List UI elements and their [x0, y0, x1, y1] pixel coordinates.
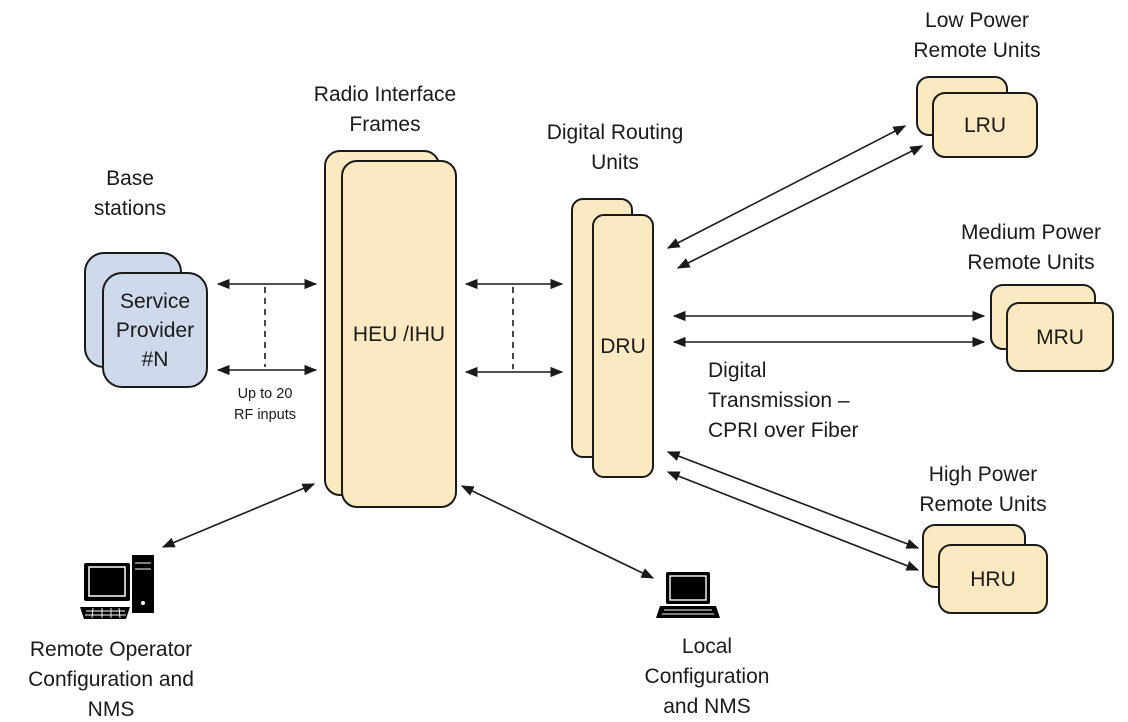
service-provider-box: Service Provider #N	[102, 272, 208, 388]
link-dru-hru-2	[666, 471, 920, 571]
mru-box: MRU	[1006, 302, 1114, 372]
medium-power-label: Medium Power Remote Units	[960, 221, 1102, 274]
link-remote-heu	[161, 483, 316, 548]
low-power-label: Low Power Remote Units	[913, 9, 1041, 62]
link-dru-lru-2	[676, 145, 924, 269]
rf-inputs-label: Up to 20 RF inputs	[233, 386, 297, 423]
laptop-icon	[656, 572, 720, 618]
hru-box: HRU	[938, 544, 1048, 614]
radio-interface-frames-label: Radio Interface Frames	[313, 83, 457, 136]
remote-operator-label: Remote Operator Configuration and NMS	[28, 638, 194, 721]
digital-transmission-label: Digital Transmission – CPRI over Fiber	[708, 359, 859, 442]
lru-box: LRU	[932, 92, 1038, 158]
local-config-label: Local Configuration and NMS	[644, 635, 770, 718]
desktop-computer-icon	[80, 555, 154, 619]
link-heu-local	[460, 485, 655, 579]
digital-routing-units-label: Digital Routing Units	[546, 121, 684, 174]
base-stations-label: Base stations	[93, 167, 167, 220]
high-power-label: High Power Remote Units	[919, 463, 1047, 516]
heu-ihu-box: HEU /IHU	[341, 160, 457, 508]
link-dru-hru-1	[666, 451, 920, 549]
dru-box: DRU	[592, 214, 654, 478]
